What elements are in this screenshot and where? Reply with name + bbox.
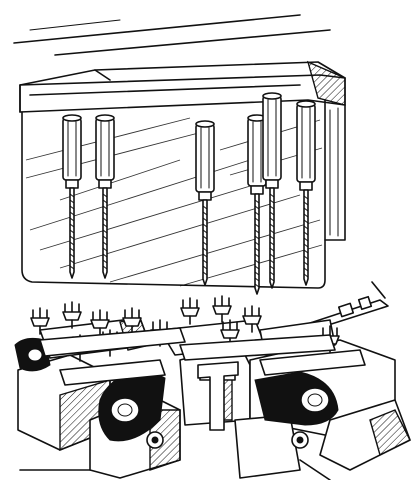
spindle-5 — [262, 92, 282, 289]
clamp-8 — [242, 305, 262, 333]
cam-right — [254, 371, 339, 426]
drill-bit-2 — [102, 187, 108, 279]
clamp-4 — [122, 307, 142, 335]
spindle-4 — [247, 114, 267, 295]
cam-left — [98, 367, 166, 442]
spindle-1 — [62, 114, 82, 279]
spindles — [62, 92, 316, 295]
spindle-2 — [95, 114, 115, 279]
clamp-3 — [90, 309, 110, 337]
clamp-6 — [180, 297, 200, 325]
drill-bit-1 — [69, 187, 75, 279]
clamp-2 — [62, 301, 82, 329]
drill-bit-6 — [303, 189, 309, 286]
clamp-bars — [39, 327, 366, 386]
drill-bit-5 — [269, 187, 275, 289]
drill-bit-4 — [254, 193, 260, 295]
t-slot-post — [197, 361, 239, 431]
gear-icon — [146, 431, 309, 449]
drill-bit-3 — [202, 199, 208, 286]
spindle-6 — [296, 100, 316, 286]
spindle-3 — [195, 120, 215, 286]
clamp-1 — [30, 307, 50, 335]
ceiling-lines — [13, 14, 331, 56]
clamp-7 — [212, 295, 232, 323]
